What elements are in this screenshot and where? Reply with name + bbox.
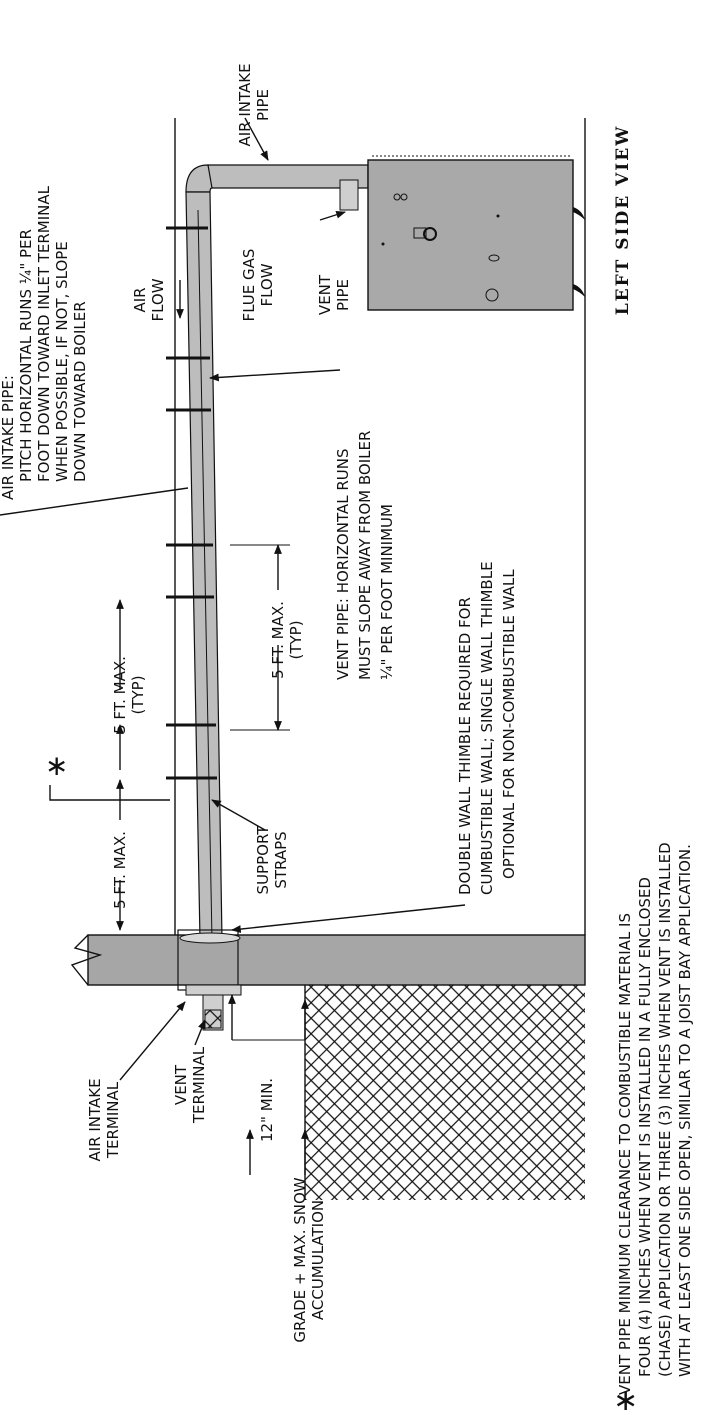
svg-text:LEFT SIDE VIEW: LEFT SIDE VIEW — [613, 125, 633, 316]
svg-text:TERMINAL: TERMINAL — [104, 1081, 122, 1159]
svg-text:AIR INTAKE: AIR INTAKE — [236, 63, 254, 146]
svg-text:5 FT. MAX.: 5 FT. MAX. — [111, 656, 129, 734]
footnote-symbol: ∗ — [613, 1383, 638, 1415]
svg-text:PIPE: PIPE — [254, 89, 272, 121]
svg-text:VENT: VENT — [172, 1064, 190, 1105]
foundation-wall — [87, 934, 586, 986]
svg-text:MUST SLOPE AWAY FROM BOILER: MUST SLOPE AWAY FROM BOILER — [356, 431, 374, 680]
vent-collar — [339, 179, 359, 211]
svg-text:FLOW: FLOW — [258, 263, 276, 306]
boiler-foot — [573, 284, 585, 297]
svg-text:(TYP): (TYP) — [287, 620, 305, 659]
vent-terminal-screen — [204, 1009, 222, 1029]
svg-text:PIPE: PIPE — [334, 279, 352, 311]
asterisk-marker: ∗ — [45, 749, 68, 782]
svg-text:VENT PIPE MINIMUM CLEARANCE TO: VENT PIPE MINIMUM CLEARANCE TO COMBUSTIB… — [616, 913, 634, 1395]
label-strap-spacing-3: 5 FT. MAX. (TYP) — [269, 601, 305, 679]
label-air-flow: AIR FLOW — [131, 278, 167, 321]
svg-text:FOUR (4) INCHES WHEN VENT IS I: FOUR (4) INCHES WHEN VENT IS INSTALLED I… — [636, 877, 654, 1377]
air-intake-note-leader — [0, 487, 189, 516]
vent-pipe-leader — [319, 210, 346, 221]
footnote-text: VENT PIPE MINIMUM CLEARANCE TO COMBUSTIB… — [616, 842, 694, 1395]
svg-text:GRADE + MAX. SNOW: GRADE + MAX. SNOW — [291, 1177, 309, 1342]
label-min-clearance: 12" MIN. — [258, 1078, 276, 1142]
svg-text:SUPPORT: SUPPORT — [254, 825, 272, 895]
svg-text:ACCUMULATION: ACCUMULATION — [309, 1200, 327, 1320]
svg-text:VENT: VENT — [316, 274, 334, 315]
label-flue-gas-flow: FLUE GAS FLOW — [240, 249, 276, 322]
svg-text:CUMBUSTIBLE WALL; SINGLE WALL: CUMBUSTIBLE WALL; SINGLE WALL THIMBLE — [478, 561, 496, 895]
svg-text:WHEN POSSIBLE, IF NOT, SLOPE: WHEN POSSIBLE, IF NOT, SLOPE — [53, 241, 71, 482]
svg-text:(TYP): (TYP) — [129, 675, 147, 714]
svg-text:VENT PIPE: HORIZONTAL RUNS: VENT PIPE: HORIZONTAL RUNS — [334, 449, 352, 680]
intake-terminal-leader — [119, 1001, 186, 1081]
svg-text:AIR INTAKE: AIR INTAKE — [86, 1078, 104, 1161]
svg-text:DOWN TOWARD BOILER: DOWN TOWARD BOILER — [71, 301, 89, 482]
vent-terminal-leader — [194, 1019, 206, 1046]
svg-text:(CHASE) APPLICATION OR THREE (: (CHASE) APPLICATION OR THREE (3) INCHES … — [656, 842, 674, 1377]
vent-note-leader — [209, 369, 341, 382]
wall-break-mark — [70, 934, 103, 986]
label-vent-pipe-note: VENT PIPE: HORIZONTAL RUNS MUST SLOPE AW… — [334, 431, 396, 680]
label-grade-snow: GRADE + MAX. SNOW ACCUMULATION — [291, 1177, 327, 1342]
svg-text:AIR: AIR — [131, 287, 149, 312]
label-vent-terminal: VENT TERMINAL — [172, 1046, 208, 1124]
intake-terminal-shape — [185, 984, 242, 996]
intake-elbow — [185, 164, 213, 193]
label-air-intake-pipe-top: AIR INTAKE PIPE — [236, 63, 272, 146]
svg-text:5 FT. MAX.: 5 FT. MAX. — [111, 831, 129, 909]
thimble-leader — [231, 904, 466, 933]
svg-text:12" MIN.: 12" MIN. — [258, 1078, 276, 1142]
label-strap-spacing-1: 5 FT. MAX. — [111, 831, 129, 909]
svg-text:STRAPS: STRAPS — [272, 831, 290, 888]
air-intake-top-leader — [244, 117, 269, 161]
soil-hatch — [305, 985, 585, 1200]
svg-text:AIR INTAKE PIPE:: AIR INTAKE PIPE: — [0, 375, 17, 500]
boiler — [367, 159, 574, 311]
boiler-features — [381, 193, 500, 302]
support-strap-group — [166, 226, 217, 780]
clearance-bracket — [49, 785, 170, 801]
vent-pipe-inner — [197, 209, 213, 941]
label-thimble-note: DOUBLE WALL THIMBLE REQUIRED FOR CUMBUST… — [456, 561, 518, 895]
svg-text:PITCH HORIZONTAL RUNS ¼" PER: PITCH HORIZONTAL RUNS ¼" PER — [17, 229, 35, 482]
svg-text:5 FT. MAX.: 5 FT. MAX. — [269, 601, 287, 679]
boiler-foot — [573, 207, 585, 220]
label-air-intake-terminal: AIR INTAKE TERMINAL — [86, 1078, 122, 1161]
label-strap-spacing-2: 5 FT. MAX. (TYP) — [111, 656, 147, 734]
svg-text:OPTIONAL FOR NON-COMBUSTIBLE W: OPTIONAL FOR NON-COMBUSTIBLE WALL — [500, 569, 518, 879]
svg-text:DOUBLE WALL THIMBLE REQUIRED F: DOUBLE WALL THIMBLE REQUIRED FOR — [456, 597, 474, 895]
svg-text:FLUE GAS: FLUE GAS — [240, 249, 258, 322]
thimble-flange — [179, 932, 241, 944]
svg-text:WITH AT LEAST ONE SIDE OPEN, S: WITH AT LEAST ONE SIDE OPEN, SIMILAR TO … — [676, 844, 694, 1377]
label-support-straps: SUPPORT STRAPS — [254, 825, 290, 895]
view-title: LEFT SIDE VIEW — [613, 125, 633, 316]
svg-text:TERMINAL: TERMINAL — [190, 1046, 208, 1124]
label-air-intake-pipe-note: AIR INTAKE PIPE: PITCH HORIZONTAL RUNS ¼… — [0, 185, 89, 500]
support-straps-leader — [211, 799, 266, 831]
horizontal-pipe-run — [185, 191, 223, 941]
svg-text:¼" PER FOOT MINIMUM: ¼" PER FOOT MINIMUM — [378, 504, 396, 680]
svg-text:FLOW: FLOW — [149, 278, 167, 321]
svg-text:FOOT DOWN TOWARD INLET TERMINA: FOOT DOWN TOWARD INLET TERMINAL — [35, 185, 53, 482]
label-vent-pipe: VENT PIPE — [316, 274, 352, 315]
